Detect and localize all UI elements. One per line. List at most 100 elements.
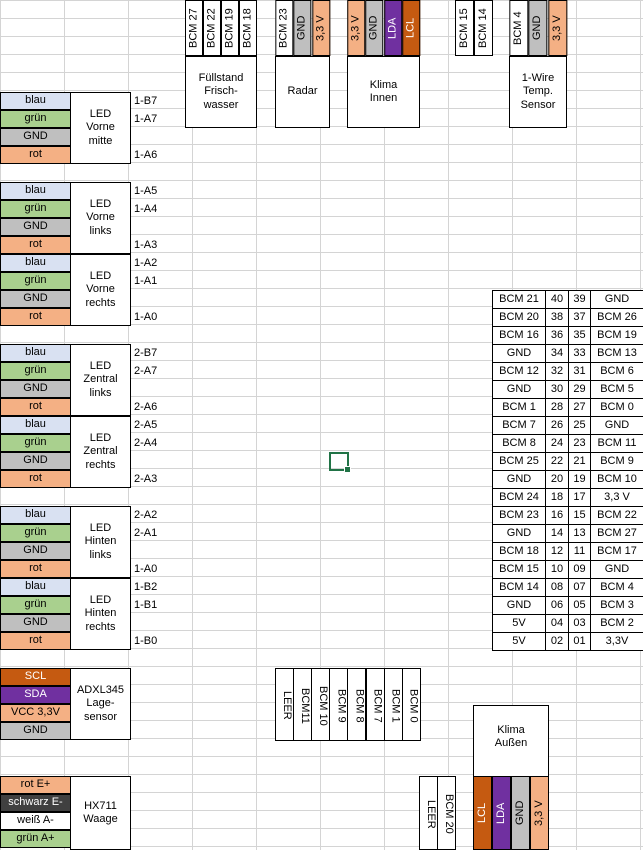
led-wire-blau: blau [0,416,71,434]
led-pin-label: 1-A4 [134,203,158,215]
adxl-wire-2: VCC 3,3V [0,704,71,722]
header-cell: 21 [568,452,591,471]
onewire-pin-1: GND [528,0,548,56]
header-cell: 34 [545,344,569,363]
led-wire-rot: rot [0,470,71,488]
onewire-box: 1-Wire Temp. Sensor [509,56,567,128]
header-cell: 38 [545,308,569,327]
led-pin-label: 1-B2 [134,581,158,593]
header-cell: BCM 22 [590,506,643,525]
led-wire-grün: grün [0,110,71,128]
led-pin-label: 2-A6 [134,401,158,413]
header-cell: BCM 25 [492,452,546,471]
led-pin-label: 1-A3 [134,239,158,251]
led-wire-blau: blau [0,344,71,362]
led-label-box: LED Vorne rechts [70,254,131,326]
klima-innen-pin-2: LDA [383,0,402,56]
led-pin-label: 2-A1 [134,527,158,539]
led-pin-label: 1-A7 [134,113,158,125]
led-label-box: LED Vorne links [70,182,131,254]
header-cell: GND [590,560,643,579]
onewire-pin-0: BCM 4 [509,0,529,56]
klima-innen-box: Klima Innen [347,56,420,128]
led-wire-rot: rot [0,560,71,578]
led-label-box: LED Zentral links [70,344,131,416]
header-cell: GND [492,524,546,543]
bcm-a-cell-2: BCM 19 [221,0,239,56]
led-pin-label: 2-A4 [134,437,158,449]
header-cell: BCM 0 [590,398,643,417]
header-cell: BCM 16 [492,326,546,345]
bcm-a-cell-1: BCM 22 [203,0,221,56]
led-pin-label: 1-B0 [134,635,158,647]
bottom-bcm-cell: BCM 10 [311,668,331,741]
hx711-wire-3: grün A+ [0,830,71,848]
header-cell: BCM 8 [492,434,546,453]
header-cell: 37 [568,308,591,327]
hx711-wire-0: rot E+ [0,776,71,794]
header-cell: BCM 15 [492,560,546,579]
header-cell: BCM 14 [492,578,546,597]
header-cell: BCM 20 [492,308,546,327]
header-cell: BCM 17 [590,542,643,561]
header-cell: 02 [545,632,569,651]
led-wire-blau: blau [0,578,71,596]
led-wire-rot: rot [0,308,71,326]
led-pin-label: 2-A2 [134,509,158,521]
led-pin-label: 1-B7 [134,95,158,107]
bottom-bcm-cell: BCM 0 [401,668,421,741]
led-pin-label: 2-A3 [134,473,158,485]
klima-innen-pin-0: 3,3 V [347,0,366,56]
header-cell: 3,3 V [590,488,643,507]
bcm-a-cell-3: BCM 18 [239,0,257,56]
klima-innen-pin-1: GND [365,0,384,56]
led-wire-gnd: GND [0,218,71,236]
header-cell: 06 [545,596,569,615]
bottom-bcm-cell: BCM11 [293,668,313,741]
led-label-box: LED Vorne mitte [70,92,131,164]
header-cell: 05 [568,596,591,615]
header-cell: BCM 12 [492,362,546,381]
header-cell: 31 [568,362,591,381]
header-cell: GND [590,290,643,309]
klima-aussen-pin: GND [511,776,530,850]
header-cell: 08 [545,578,569,597]
header-cell: GND [590,416,643,435]
led-wire-gnd: GND [0,452,71,470]
header-cell: 10 [545,560,569,579]
header-cell: BCM 1 [492,398,546,417]
led-pin-label: 2-A5 [134,419,158,431]
led-pin-label: 1-B1 [134,599,158,611]
header-cell: BCM 23 [492,506,546,525]
led-wire-gnd: GND [0,128,71,146]
bcm-a-cell-0: BCM 27 [185,0,203,56]
hx711-wire-1: schwarz E- [0,794,71,812]
onewire-pin-2: 3,3 V [547,0,567,56]
led-pin-label: 2-B7 [134,347,158,359]
header-cell: 36 [545,326,569,345]
radar-box: Radar [275,56,330,128]
hx711-wire-2: weiß A- [0,812,71,830]
header-cell: 12 [545,542,569,561]
header-cell: 20 [545,470,569,489]
bottom-bcm-cell: BCM 9 [329,668,349,741]
led-pin-label: 1-A0 [134,563,158,575]
led-wire-gnd: GND [0,380,71,398]
led-wire-rot: rot [0,146,71,164]
header-cell: 26 [545,416,569,435]
header-cell: 17 [568,488,591,507]
led-wire-rot: rot [0,398,71,416]
header-cell: 19 [568,470,591,489]
header-cell: BCM 2 [590,614,643,633]
radar-pin-1: GND [293,0,312,56]
hx711-label-box: HX711 Waage [70,776,131,850]
selected-cell[interactable] [329,452,351,473]
bottom-bcm-cell: LEER [275,668,294,741]
bottom-leer-cell: LEER [419,776,438,850]
header-cell: 22 [545,452,569,471]
header-cell: BCM 21 [492,290,546,309]
led-pin-label: 1-A1 [134,275,158,287]
header-cell: GND [492,470,546,489]
bottom-bcm-cell: BCM 1 [383,668,403,741]
header-cell: BCM 26 [590,308,643,327]
